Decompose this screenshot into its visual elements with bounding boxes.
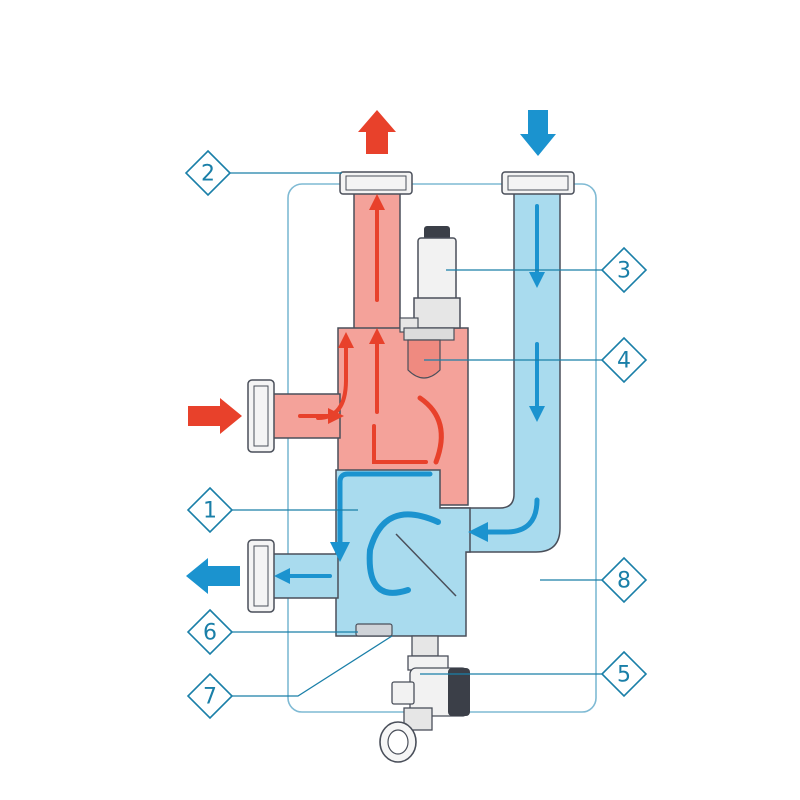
callout-3: 3 — [600, 246, 648, 294]
svg-text:3: 3 — [617, 259, 631, 284]
svg-text:7: 7 — [203, 685, 217, 710]
svg-text:8: 8 — [617, 569, 631, 594]
leader-line-7 — [232, 635, 393, 697]
drain-valve-icon — [379, 635, 470, 763]
magnet-icon — [355, 623, 393, 637]
cold-inlet-fitting — [501, 171, 575, 195]
callout-4: 4 — [600, 336, 648, 384]
svg-text:1: 1 — [203, 499, 217, 524]
separator-baffle — [395, 533, 457, 597]
air-vent-icon — [399, 226, 461, 341]
hot-inlet-arrow-icon — [188, 398, 242, 434]
callout-5: 5 — [600, 650, 648, 698]
hot-inlet-fitting — [247, 379, 275, 453]
hot-outlet-arrow-icon — [358, 110, 396, 154]
cold-inlet-arrow-icon — [520, 110, 556, 156]
callout-1: 1 — [186, 486, 234, 534]
svg-text:6: 6 — [203, 621, 217, 646]
callout-2: 2 — [184, 149, 232, 197]
cold-outlet-fitting — [247, 539, 275, 613]
callout-8: 8 — [600, 556, 648, 604]
svg-text:2: 2 — [201, 162, 215, 187]
float-valve-icon — [407, 339, 441, 379]
callout-6: 6 — [186, 608, 234, 656]
cold-outlet-arrow-icon — [186, 558, 240, 594]
hot-outlet-fitting — [339, 171, 413, 195]
svg-text:4: 4 — [617, 349, 631, 374]
svg-text:5: 5 — [617, 663, 631, 688]
callout-7: 7 — [186, 672, 234, 720]
